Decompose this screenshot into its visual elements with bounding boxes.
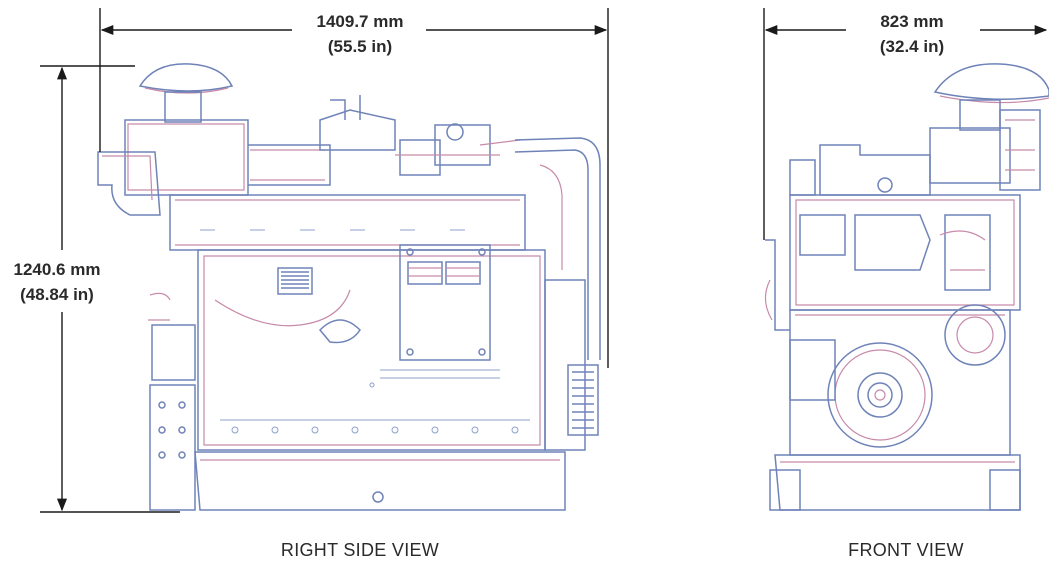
front-view-engine bbox=[764, 63, 1049, 511]
right-side-view-engine bbox=[97, 63, 601, 511]
side-width-metric: 1409.7 mm bbox=[317, 12, 404, 31]
right-side-view-caption: RIGHT SIDE VIEW bbox=[281, 540, 439, 560]
side-height-metric: 1240.6 mm bbox=[14, 260, 101, 279]
side-height-imperial: (48.84 in) bbox=[20, 285, 94, 304]
front-width-dimension: 823 mm (32.4 in) bbox=[763, 8, 1048, 240]
side-width-dimension: 1409.7 mm (55.5 in) bbox=[99, 8, 609, 368]
front-view-caption: FRONT VIEW bbox=[848, 540, 964, 560]
front-width-metric: 823 mm bbox=[880, 12, 943, 31]
front-width-imperial: (32.4 in) bbox=[880, 37, 944, 56]
side-width-imperial: (55.5 in) bbox=[328, 37, 392, 56]
side-height-dimension: 1240.6 mm (48.84 in) bbox=[14, 65, 180, 513]
